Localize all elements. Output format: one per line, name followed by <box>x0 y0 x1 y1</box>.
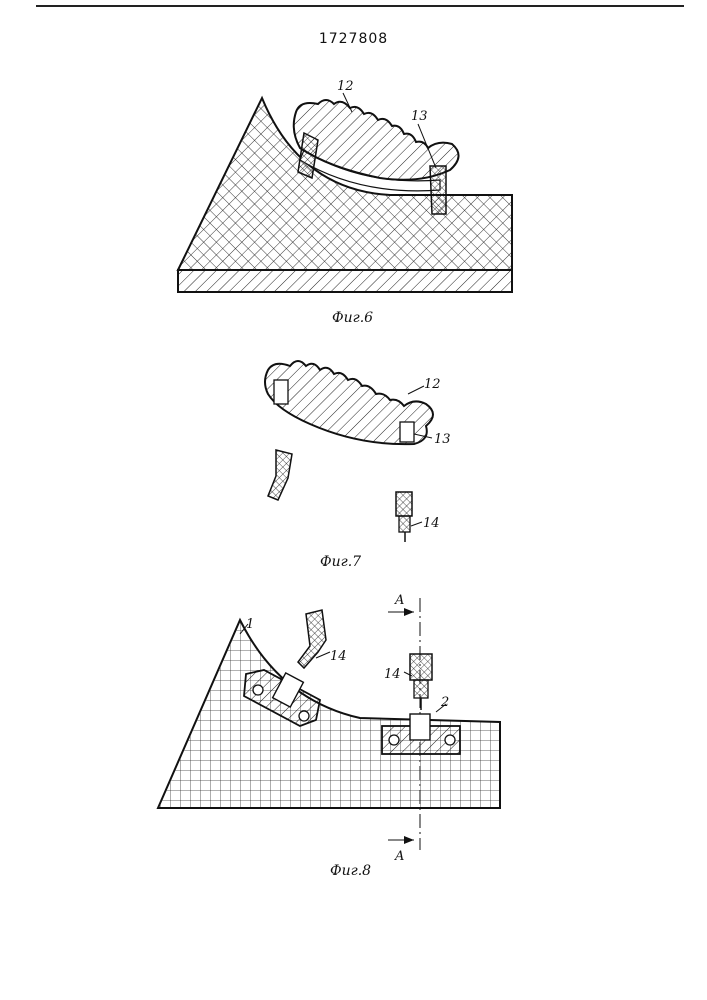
fig8-section-a-bottom: A <box>394 849 404 864</box>
fig6-pin-13 <box>430 166 446 214</box>
fig7-label-12: 12 <box>424 377 441 392</box>
figure-7: 12 13 14 Фиг.7 <box>265 361 451 570</box>
fig7-tool-left <box>268 450 292 500</box>
fig8-label-1: 1 <box>246 617 254 632</box>
fig8-label-14-right: 14 <box>384 667 401 682</box>
fig6-label-13: 13 <box>411 109 428 124</box>
fig8-caption: Фиг.8 <box>330 863 371 879</box>
fig8-label-14-left: 14 <box>330 649 347 664</box>
fig8-label-2: 2 <box>440 695 449 710</box>
fig8-tool-left <box>298 610 326 668</box>
fig8-tool-right <box>410 654 432 680</box>
fig6-base-plate <box>178 270 512 292</box>
fig7-caption: Фиг.7 <box>320 554 361 570</box>
fig7-label-14: 14 <box>423 516 440 531</box>
fig6-caption: Фиг.6 <box>332 310 373 326</box>
fig7-label-13: 13 <box>434 432 451 447</box>
fig8-section-a-top: A <box>394 593 404 608</box>
figure-6: 12 13 Фиг.6 <box>178 79 512 326</box>
fig6-label-12: 12 <box>337 79 354 94</box>
fig8-body-1 <box>158 620 500 808</box>
figure-8: A A 1 14 14 2 Фиг.8 <box>158 593 500 879</box>
